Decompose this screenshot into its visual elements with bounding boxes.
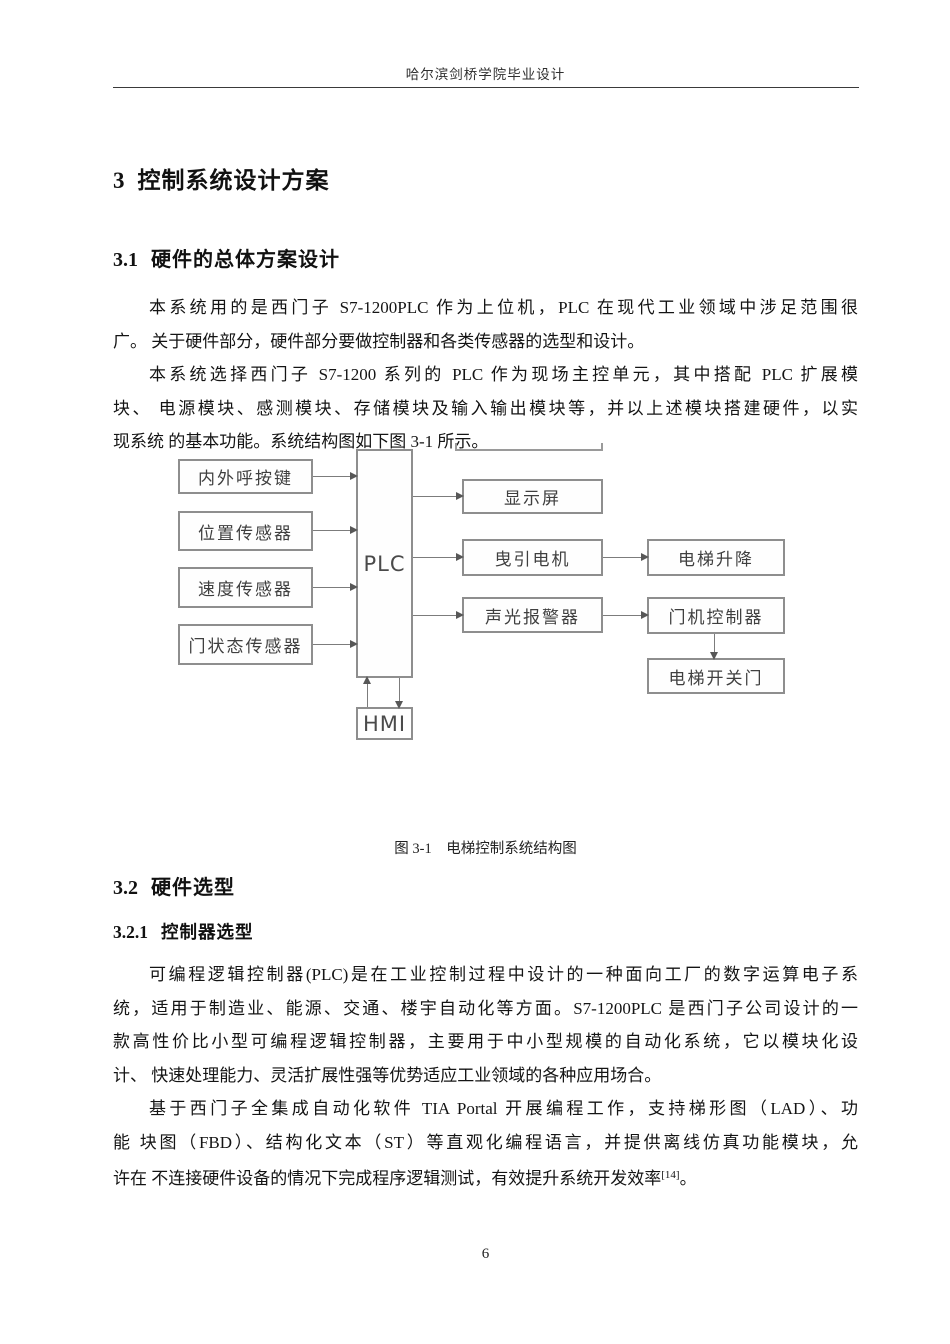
heading-3-1: 3.1 硬件的总体方案设计 [113, 243, 340, 272]
arrow-hmi-to-plc [362, 676, 371, 707]
arrow-plc-to-display [413, 491, 464, 500]
diagram-box-alarm: 声光报警器 [462, 597, 603, 633]
heading-text: 硬件的总体方案设计 [151, 249, 340, 271]
heading-text: 硬件选型 [151, 877, 235, 899]
text-line: 计、 快速处理能力、灵活扩展性强等优势适应工业领域的各种应用场合。 [113, 1065, 662, 1085]
arrow-plc-to-alarm [413, 610, 464, 619]
paragraph-2: 本系统选择西门子 S7-1200 系列的 PLC 作为现场主控单元，其中搭配 P… [113, 358, 858, 459]
text-line: 基于西门子全集成自动化软件 TIA Portal 开展编程工作，支持梯形图（LA… [149, 1099, 858, 1118]
diagram-box-position-sensor: 位置传感器 [178, 511, 313, 551]
heading-chapter-3: 3 控制系统设计方案 [113, 161, 330, 195]
paragraph-1: 本系统用的是西门子 S7-1200PLC 作为上位机，PLC 在现代工业领域中涉… [113, 291, 858, 358]
text-line: 款高性价比小型可编程逻辑控制器，主要用于中小型规模的自动化系统，它以模块化设 [113, 1032, 858, 1051]
citation-ref: [14] [661, 1169, 680, 1181]
diagram-box-elevator-door: 电梯开关门 [647, 658, 785, 694]
arrow-alarm-to-door-controller [603, 610, 649, 619]
diagram-box-speed-sensor: 速度传感器 [178, 567, 313, 608]
arrow-door-sensor-to-plc [313, 639, 358, 648]
arrow-call-buttons-to-plc [313, 471, 358, 480]
arrow-position-sensor-to-plc [313, 525, 358, 534]
text-line: 能 块图（FBD）、结构化文本（ST）等直观化编程语言，并提供离线仿真功能模块，… [113, 1132, 858, 1152]
text-line: 本系统选择西门子 S7-1200 系列的 PLC 作为现场主控单元，其中搭配 P… [149, 365, 858, 384]
header-rule [113, 87, 859, 88]
paragraph-4: 基于西门子全集成自动化软件 TIA Portal 开展编程工作，支持梯形图（LA… [113, 1092, 858, 1193]
arrow-motor-to-lift [603, 552, 649, 561]
paragraph-3: 可编程逻辑控制器(PLC)是在工业控制过程中设计的一种面向工厂的数字运算电子系 … [113, 958, 858, 1092]
diagram-box-door-controller: 门机控制器 [647, 597, 785, 634]
figure-caption: 图 3-1 电梯控制系统结构图 [394, 841, 577, 857]
heading-number: 3.2.1 [113, 922, 148, 942]
page-number: 6 [481, 1246, 490, 1262]
text-line-with-citation: 许在 不连接硬件设备的情况下完成程序逻辑测试，有效提升系统开发效率[14]。 [113, 1169, 697, 1188]
arrow-plc-to-motor [413, 552, 464, 561]
diagram-box-plc: PLC [356, 449, 413, 678]
heading-text: 控制器选型 [161, 922, 254, 942]
text-line: 现系统 的基本功能。系统结构图如下图 3-1 所示。 [113, 432, 489, 451]
diagram-box-door-state-sensor: 门状态传感器 [178, 624, 313, 665]
heading-number: 3.2 [113, 877, 138, 899]
arrow-door-controller-to-door [709, 634, 718, 660]
text-line: 可编程逻辑控制器(PLC)是在工业控制过程中设计的一种面向工厂的数字运算电子系 [149, 965, 858, 984]
heading-number: 3.1 [113, 249, 138, 271]
running-header: 哈尔滨剑桥学院毕业设计 [405, 67, 566, 82]
diagram-box-hmi: HMI [356, 707, 413, 740]
text-line: 本系统用的是西门子 S7-1200PLC 作为上位机，PLC 在现代工业领域中涉… [149, 298, 858, 317]
text-line: 广。 关于硬件部分，硬件部分要做控制器和各类传感器的选型和设计。 [113, 331, 645, 351]
diagram-box-elevator-lift: 电梯升降 [647, 539, 785, 576]
arrow-plc-to-hmi [394, 678, 403, 709]
heading-3-2-1: 3.2.1 控制器选型 [113, 919, 254, 944]
heading-text: 控制系统设计方案 [137, 167, 330, 193]
clipped-box-fragment [455, 443, 603, 451]
arrow-speed-sensor-to-plc [313, 582, 358, 591]
diagram-box-display: 显示屏 [462, 479, 603, 514]
heading-number: 3 [113, 168, 125, 193]
heading-3-2: 3.2 硬件选型 [113, 871, 235, 900]
text-line: 统，适用于制造业、能源、交通、楼宇自动化等方面。S7-1200PLC 是西门子公… [113, 998, 858, 1018]
diagram-box-traction-motor: 曳引电机 [462, 539, 603, 576]
diagram-box-call-buttons: 内外呼按键 [178, 459, 313, 494]
text-line: 块、 电源模块、感测模块、存储模块及输入输出模块等，并以上述模块搭建硬件，以实 [113, 398, 858, 418]
